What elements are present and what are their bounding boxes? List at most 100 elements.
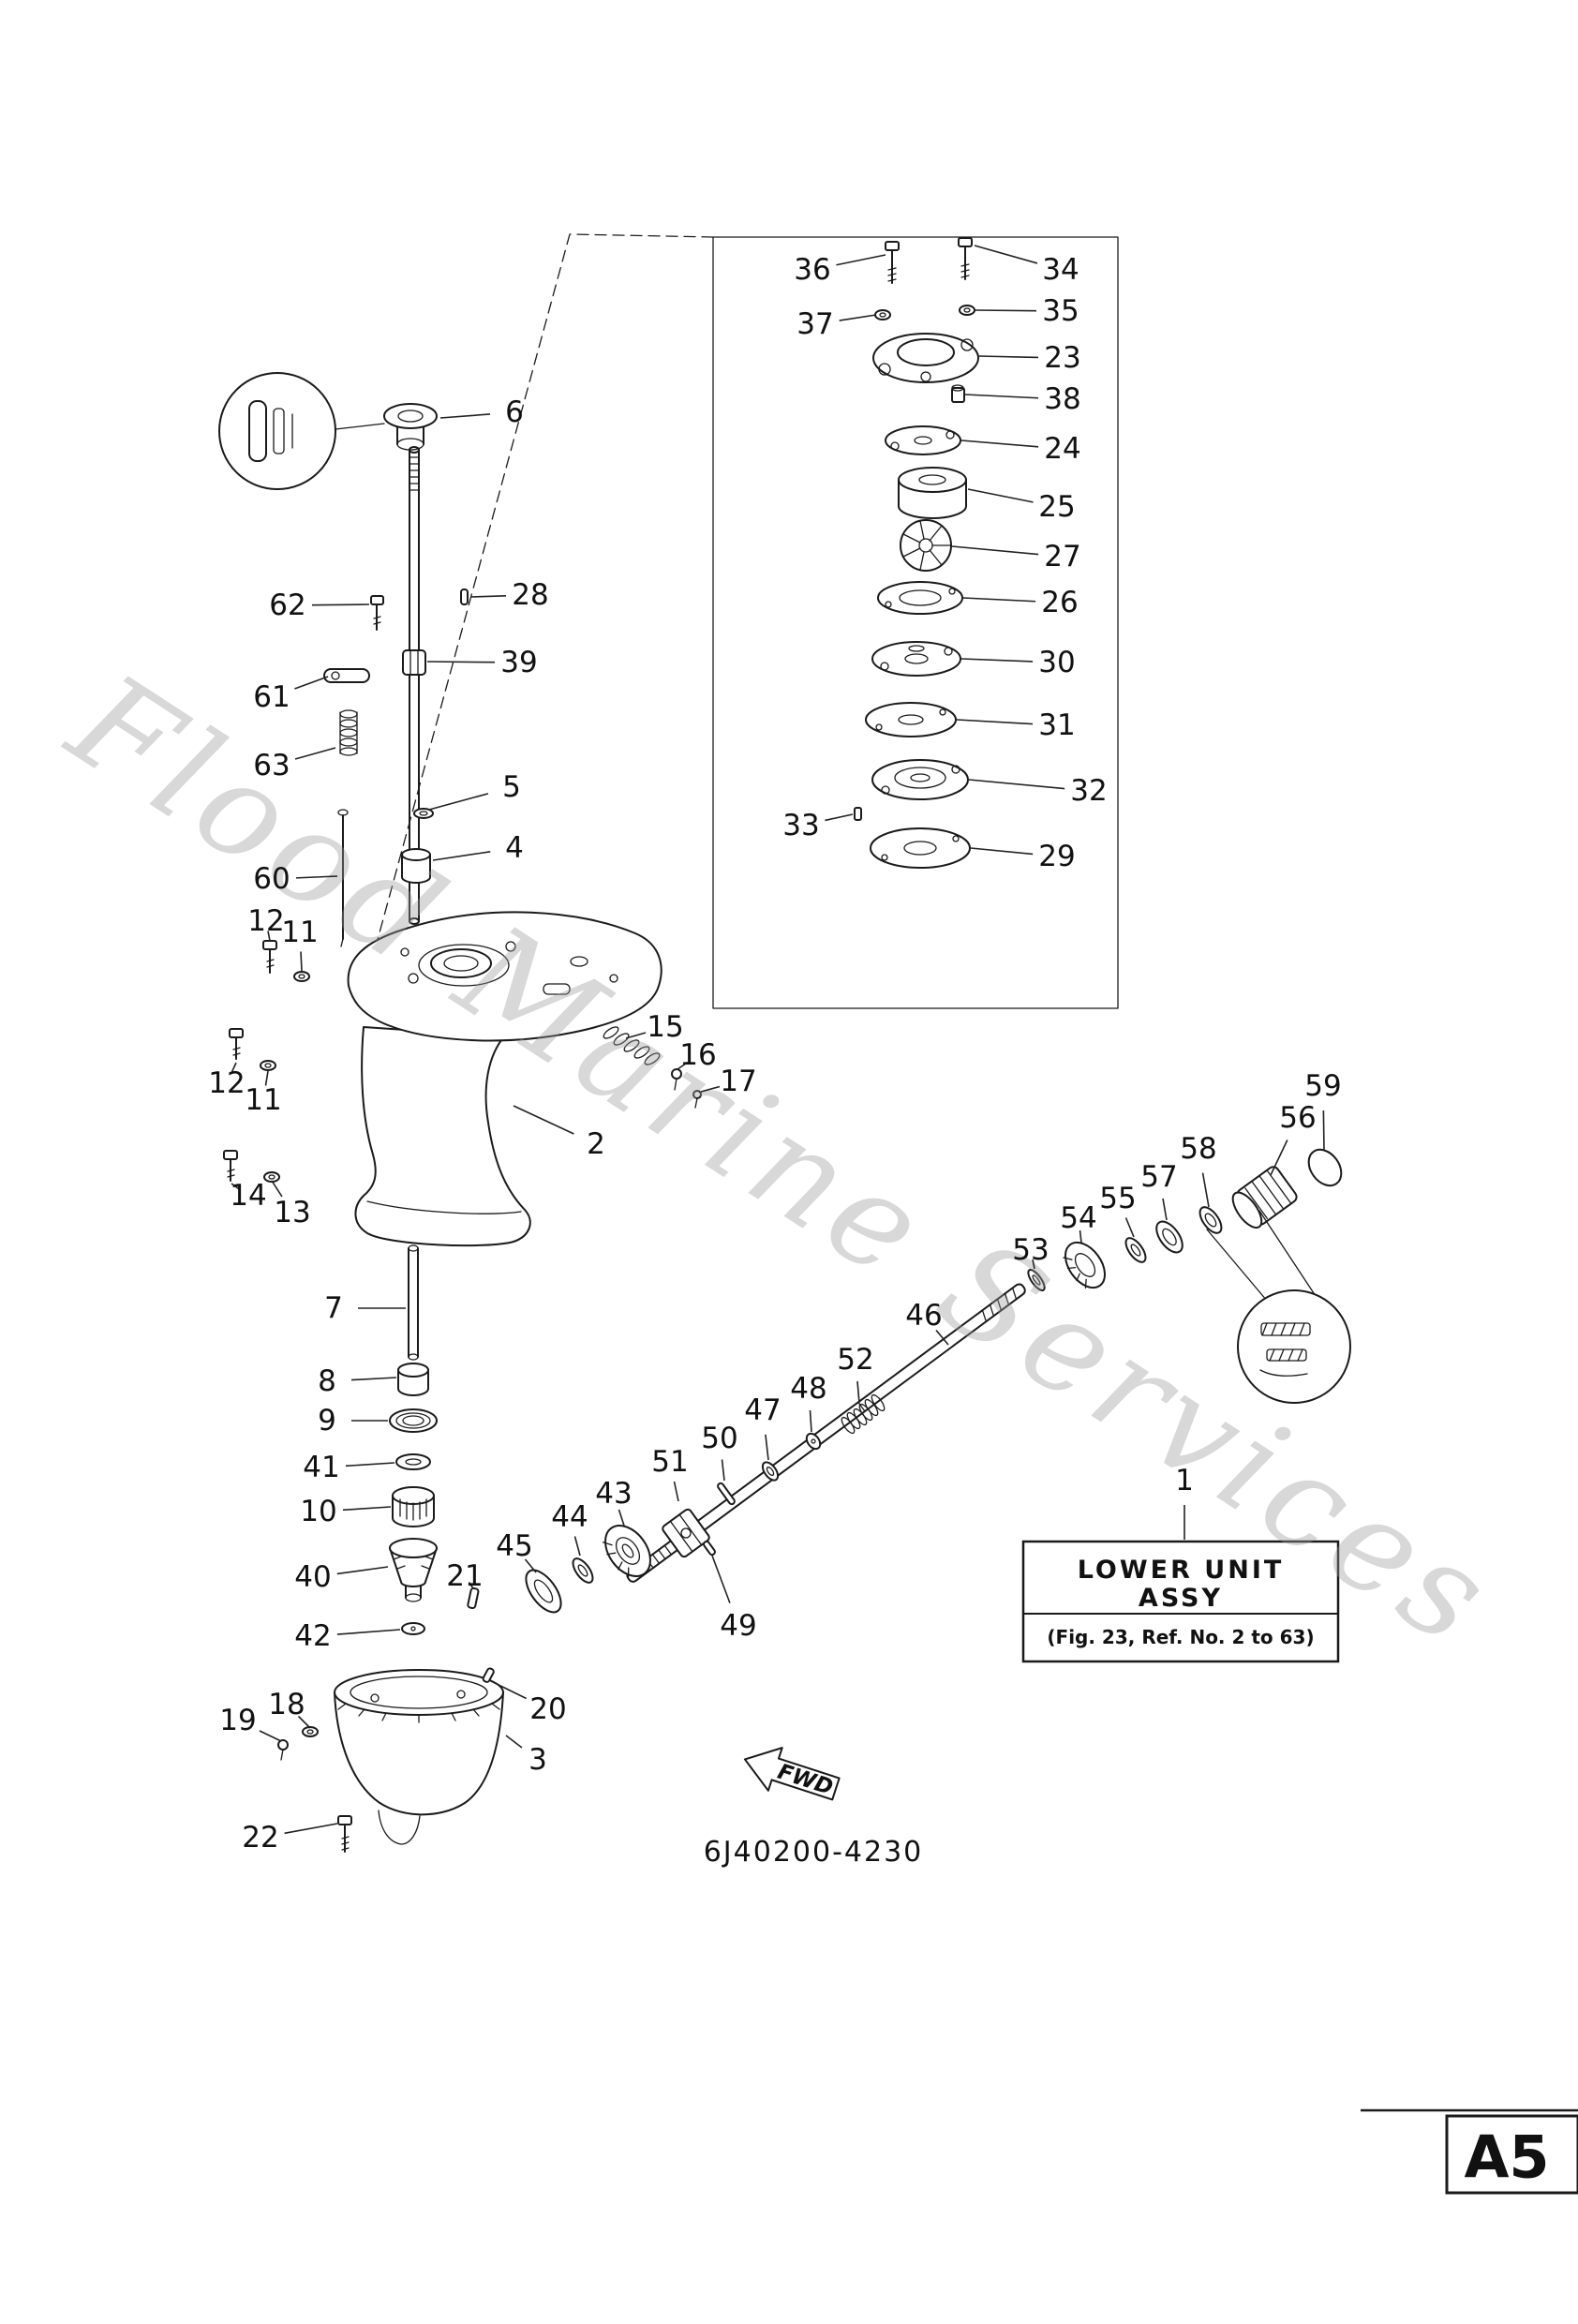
leader-line-38 [964, 394, 1039, 399]
callout-61: 61 [253, 680, 290, 714]
callout-39: 39 [500, 646, 537, 679]
part-pin-49 [703, 1540, 716, 1557]
part-reverse-gear-54 [1063, 1241, 1107, 1289]
leader-line-18 [297, 1715, 311, 1729]
part-gasket-31 [865, 702, 957, 737]
callout-15: 15 [647, 1010, 683, 1044]
part-bolt-36 [885, 241, 900, 284]
part-washer-35 [959, 305, 975, 316]
fwd-label: FWD [775, 1760, 836, 1800]
callout-50: 50 [701, 1422, 737, 1455]
part-bearing-10 [392, 1486, 435, 1527]
leader-line-30 [960, 658, 1034, 663]
part-pin-21 [467, 1587, 480, 1610]
part-bolt-12-lower [229, 1028, 244, 1060]
callout-1: 1 [1175, 1464, 1194, 1497]
part-38 [951, 384, 965, 403]
part-shaft-7 [408, 1244, 419, 1361]
leader-line-22 [284, 1823, 338, 1835]
leader-line-40 [336, 1566, 389, 1575]
callout-8: 8 [318, 1364, 336, 1398]
leader-line-61 [294, 676, 329, 690]
callout-37: 37 [796, 307, 833, 341]
leader-line-8 [350, 1377, 397, 1381]
callout-42: 42 [294, 1619, 331, 1653]
drawing-number: 6J40200-4230 [704, 1836, 924, 1869]
part-plate-32 [871, 759, 969, 800]
part-pin-50 [717, 1482, 736, 1506]
leader-line-11 [300, 951, 303, 972]
leader-line-23 [977, 355, 1039, 359]
leader-line-51 [673, 1481, 679, 1502]
part-washer-18 [302, 1726, 319, 1737]
callout-18: 18 [268, 1688, 305, 1721]
callout-55: 55 [1099, 1182, 1136, 1215]
part-impeller-27 [900, 519, 952, 572]
part-plunger-48 [805, 1432, 822, 1451]
leader-line-46 [935, 1329, 949, 1346]
lower-cap-group [277, 1667, 504, 1853]
callout-7: 7 [324, 1291, 343, 1325]
callout-63: 63 [253, 749, 290, 782]
leader-line-19 [259, 1730, 282, 1742]
callout-48: 48 [790, 1372, 826, 1406]
leader-line-45 [524, 1558, 537, 1573]
callout-2: 2 [587, 1127, 605, 1161]
part-cup-25 [898, 467, 967, 519]
callout-49: 49 [720, 1609, 756, 1643]
callout-53: 53 [1012, 1233, 1049, 1267]
callout-46: 46 [905, 1299, 942, 1333]
part-pin-28 [460, 588, 469, 605]
part-screw-17 [692, 1090, 702, 1109]
part-sleeve-8 [397, 1363, 429, 1396]
leader-line-14 [231, 1183, 241, 1191]
part-pump-housing-23 [872, 333, 979, 383]
leader-line-4 [432, 851, 491, 861]
part-stud-20 [482, 1667, 495, 1683]
callout-14: 14 [230, 1179, 266, 1213]
callout-54: 54 [1060, 1201, 1096, 1235]
callout-10: 10 [300, 1495, 336, 1528]
part-washer-47 [761, 1461, 780, 1482]
part-driveshaft-39 [402, 446, 426, 925]
leader-line-60 [295, 875, 338, 879]
leader-line-42 [336, 1629, 401, 1635]
fwd-arrow: FWD [743, 1747, 841, 1801]
leader-line-25 [967, 488, 1034, 503]
callout-21: 21 [446, 1559, 483, 1593]
part-bolt-22 [337, 1815, 352, 1853]
callout-24: 24 [1044, 432, 1080, 466]
horizontal-shaft-group [525, 1148, 1351, 1614]
callout-26: 26 [1041, 586, 1078, 619]
part-clip-5 [413, 808, 434, 819]
leader-line-27 [951, 545, 1039, 556]
page-label: A5 [1464, 2123, 1549, 2192]
leader-line-32 [968, 779, 1065, 790]
part-gasket-29 [870, 827, 971, 869]
part-rod-60 [337, 809, 349, 947]
callout-17: 17 [720, 1065, 756, 1098]
part-screw-16 [671, 1068, 682, 1091]
leader-line-48 [809, 1409, 812, 1433]
callout-27: 27 [1044, 540, 1080, 574]
callout-19: 19 [219, 1704, 256, 1737]
callout-59: 59 [1304, 1069, 1341, 1103]
callout-28: 28 [512, 578, 548, 612]
part-forward-gear-43 [602, 1525, 651, 1578]
leader-line-21 [468, 1582, 474, 1589]
callout-16: 16 [679, 1038, 716, 1072]
part-washer-37 [874, 309, 891, 320]
part-bearing-9 [389, 1408, 438, 1433]
callout-58: 58 [1180, 1132, 1216, 1166]
leader-line-29 [970, 847, 1034, 856]
callout-30: 30 [1038, 646, 1075, 679]
callout-31: 31 [1038, 708, 1075, 742]
part-bolt-62 [370, 595, 384, 631]
part-propshaft-46 [626, 1283, 1026, 1583]
leader-line-52 [856, 1380, 860, 1404]
leader-line-54 [1079, 1229, 1082, 1244]
callout-25: 25 [1038, 490, 1075, 524]
leader-line-5 [428, 793, 489, 811]
